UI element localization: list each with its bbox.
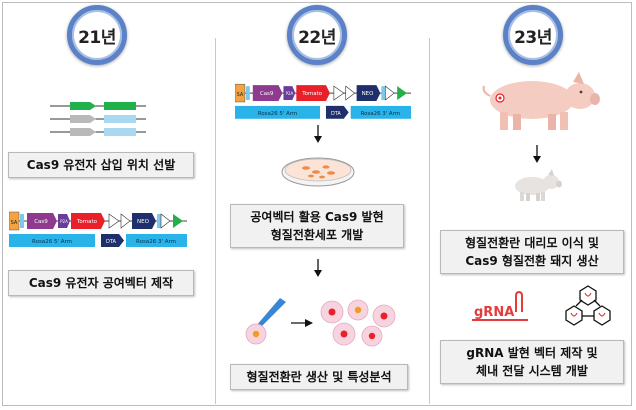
- year-badge-23: 23년: [503, 5, 563, 65]
- column-divider-2: [429, 38, 430, 404]
- pig-surrogate-icon: [482, 72, 600, 130]
- tomato-label-22: Tomato: [301, 91, 322, 97]
- col21-step2-text: Cas9 유전자 공여벡터 제작: [28, 276, 174, 290]
- down-arrow-icon: [314, 125, 322, 143]
- piglet-icon: [515, 169, 562, 201]
- year-badge-21: 21년: [67, 5, 127, 65]
- grna-structure-icon: gRNA: [472, 290, 528, 321]
- col23-step1-line2: Cas9 형질전환 돼지 생산: [465, 254, 599, 268]
- col21-step2-caption: Cas9 유전자 공여벡터 제작: [8, 270, 194, 296]
- arm3-label-22: Rosa26 3' Arm: [361, 111, 400, 117]
- tomato-label: Tomato: [76, 219, 98, 225]
- year-23-label: 23년: [514, 27, 552, 48]
- col23-step2-line2: 체내 전달 시스템 개발: [476, 364, 588, 378]
- donor-vector-diagram-22: SA Cas9 P2A Tomato NEO Rosa26 5' Arm DTA…: [235, 83, 411, 119]
- sa-label: SA: [11, 220, 18, 226]
- outer-frame: [2, 2, 632, 406]
- microinjection-icon: [245, 298, 286, 345]
- col22-step2-caption: 형질전환란 생산 및 특성분석: [230, 364, 408, 390]
- col23-step2-line1: gRNA 발현 벡터 제작 및: [466, 346, 598, 360]
- cas9-label-22: Cas9: [260, 91, 274, 97]
- grna-label: gRNA: [474, 305, 514, 320]
- p2a-label-22: P2A: [286, 91, 294, 96]
- year-badge-22: 22년: [287, 5, 347, 65]
- gene-locus-icon: [50, 102, 146, 136]
- sa-label-22: SA: [237, 92, 244, 98]
- neo-label: NEO: [137, 219, 150, 225]
- donor-vector-diagram-21: SA Cas9 P2A Tomato NEO Rosa26 5' Arm DTA…: [9, 211, 187, 247]
- p2a-label: P2A: [60, 219, 68, 224]
- embryo-cluster-icon: [320, 299, 396, 347]
- down-arrow-icon: [314, 259, 322, 277]
- col21-step1-text: Cas9 유전자 삽입 위치 선발: [26, 158, 176, 172]
- col23-step1-line1: 형질전환란 대리모 이식 및: [465, 236, 599, 250]
- col22-step1-caption: 공여벡터 활용 Cas9 발현 형질전환세포 개발: [230, 204, 404, 248]
- col22-step2-text: 형질전환란 생산 및 특성분석: [246, 370, 392, 384]
- dta-label: DTA: [106, 239, 117, 245]
- dta-label-22: DTA: [331, 111, 341, 117]
- arm5-label-22: Rosa26 5' Arm: [258, 111, 297, 117]
- arm3-label: Rosa26 3' Arm: [136, 239, 176, 245]
- right-arrow-icon: [291, 319, 313, 327]
- year-21-label: 21년: [78, 27, 116, 48]
- col22-step1-line2: 형질전환세포 개발: [270, 228, 364, 242]
- arm5-label: Rosa26 5' Arm: [32, 239, 72, 245]
- col23-step1-caption: 형질전환란 대리모 이식 및 Cas9 형질전환 돼지 생산: [440, 230, 624, 274]
- column-divider-1: [215, 38, 216, 404]
- down-arrow-icon: [533, 145, 541, 163]
- col22-step1-line1: 공여벡터 활용 Cas9 발현: [250, 210, 384, 224]
- col21-step1-caption: Cas9 유전자 삽입 위치 선발: [8, 152, 194, 178]
- nanoparticle-structure-icon: [565, 285, 611, 326]
- cas9-label: Cas9: [34, 219, 48, 225]
- year-22-label: 22년: [298, 27, 336, 48]
- petri-dish-icon: [281, 157, 355, 187]
- neo-label-22: NEO: [362, 91, 374, 97]
- col23-step2-caption: gRNA 발현 벡터 제작 및 체내 전달 시스템 개발: [440, 340, 624, 384]
